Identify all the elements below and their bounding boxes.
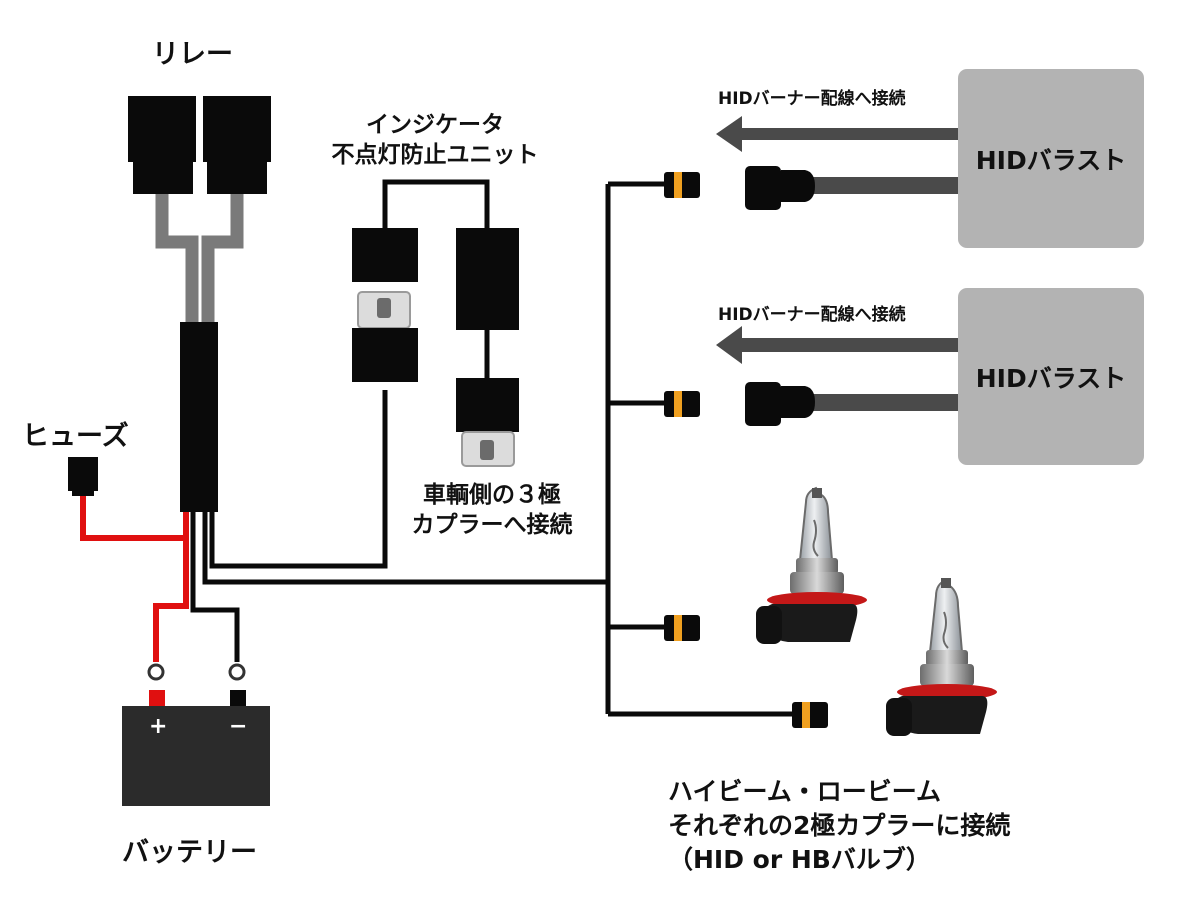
canceller-block-left xyxy=(352,228,418,282)
ballast-plug-1 xyxy=(745,166,815,210)
ballast-cable-2 xyxy=(808,394,960,411)
bottom-note-line3: （HID or HBバルブ） xyxy=(668,845,931,874)
battery-plus-sign: + xyxy=(149,714,168,739)
relay-gray-wire-left xyxy=(155,194,199,322)
bottom-note-line1: ハイビーム・ロービーム xyxy=(668,777,942,806)
fuse xyxy=(68,457,98,496)
harness-sleeve xyxy=(180,322,218,512)
relay xyxy=(128,96,271,512)
coupler-2pin-1 xyxy=(664,172,700,198)
coupler3-label: 車輌側の３極 カプラーへ接続 xyxy=(398,480,586,540)
fuse-body xyxy=(68,457,98,491)
battery-minus-terminal xyxy=(230,690,246,706)
hid-ballast-2-label: HIDバラスト xyxy=(975,363,1127,393)
hid-burner-label-1: HIDバーナー配線へ接続 xyxy=(718,89,906,109)
hid-arrow-2 xyxy=(716,326,960,364)
red-wire-fuse xyxy=(80,496,189,541)
canceller-unit xyxy=(352,179,519,467)
bottom-note: ハイビーム・ロービーム それぞれの2極カプラーに接続 （HID or HBバルブ… xyxy=(668,775,1010,877)
canceller-label-line2: 不点灯防止ユニット xyxy=(331,142,539,168)
battery-minus-ring xyxy=(228,663,246,681)
battery xyxy=(122,663,270,806)
fuse-label: ヒューズ xyxy=(22,421,129,452)
battery-plus-ring xyxy=(147,663,165,681)
battery-body xyxy=(122,706,270,806)
coupler-2pin-4 xyxy=(792,702,828,728)
battery-label: バッテリー xyxy=(122,837,257,868)
red-wire-battery xyxy=(153,538,189,662)
hid-ballast-1-label: HIDバラスト xyxy=(975,145,1127,175)
canceller-label: インジケータ 不点灯防止ユニット xyxy=(310,110,560,170)
coupler3-label-line2: カプラーへ接続 xyxy=(411,512,573,538)
ballast-cable-1 xyxy=(808,177,960,194)
hid-burner-label-2: HIDバーナー配線へ接続 xyxy=(718,305,906,325)
relay-label: リレー xyxy=(152,39,233,70)
relay-block-right xyxy=(203,96,271,162)
bottom-note-line2: それぞれの2極カプラーに接続 xyxy=(668,811,1011,840)
hid-ballast-1: HIDバラスト xyxy=(958,69,1144,248)
relay-gray-wire-right xyxy=(201,194,244,322)
halogen-bulb-2 xyxy=(886,578,997,736)
battery-plus-terminal xyxy=(149,690,165,706)
coupler3-label-line1: 車輌側の３極 xyxy=(423,482,561,508)
hid-ballast-2: HIDバラスト xyxy=(958,288,1144,465)
coupler-2pin-3 xyxy=(664,615,700,641)
canceller-label-line1: インジケータ xyxy=(366,112,504,138)
wire-to-bus xyxy=(202,512,608,585)
canceller-top-wire xyxy=(382,179,490,228)
coupler-2pin-2 xyxy=(664,391,700,417)
wire-to-canceller xyxy=(209,390,388,569)
relay-block-left xyxy=(128,96,196,162)
canceller-block-right xyxy=(456,228,519,330)
black-wire-battery-minus xyxy=(190,512,240,662)
hid-arrow-1 xyxy=(716,116,960,152)
halogen-bulb-1 xyxy=(756,486,867,644)
battery-minus-sign: − xyxy=(229,714,248,739)
ballast-plug-2 xyxy=(745,382,815,426)
